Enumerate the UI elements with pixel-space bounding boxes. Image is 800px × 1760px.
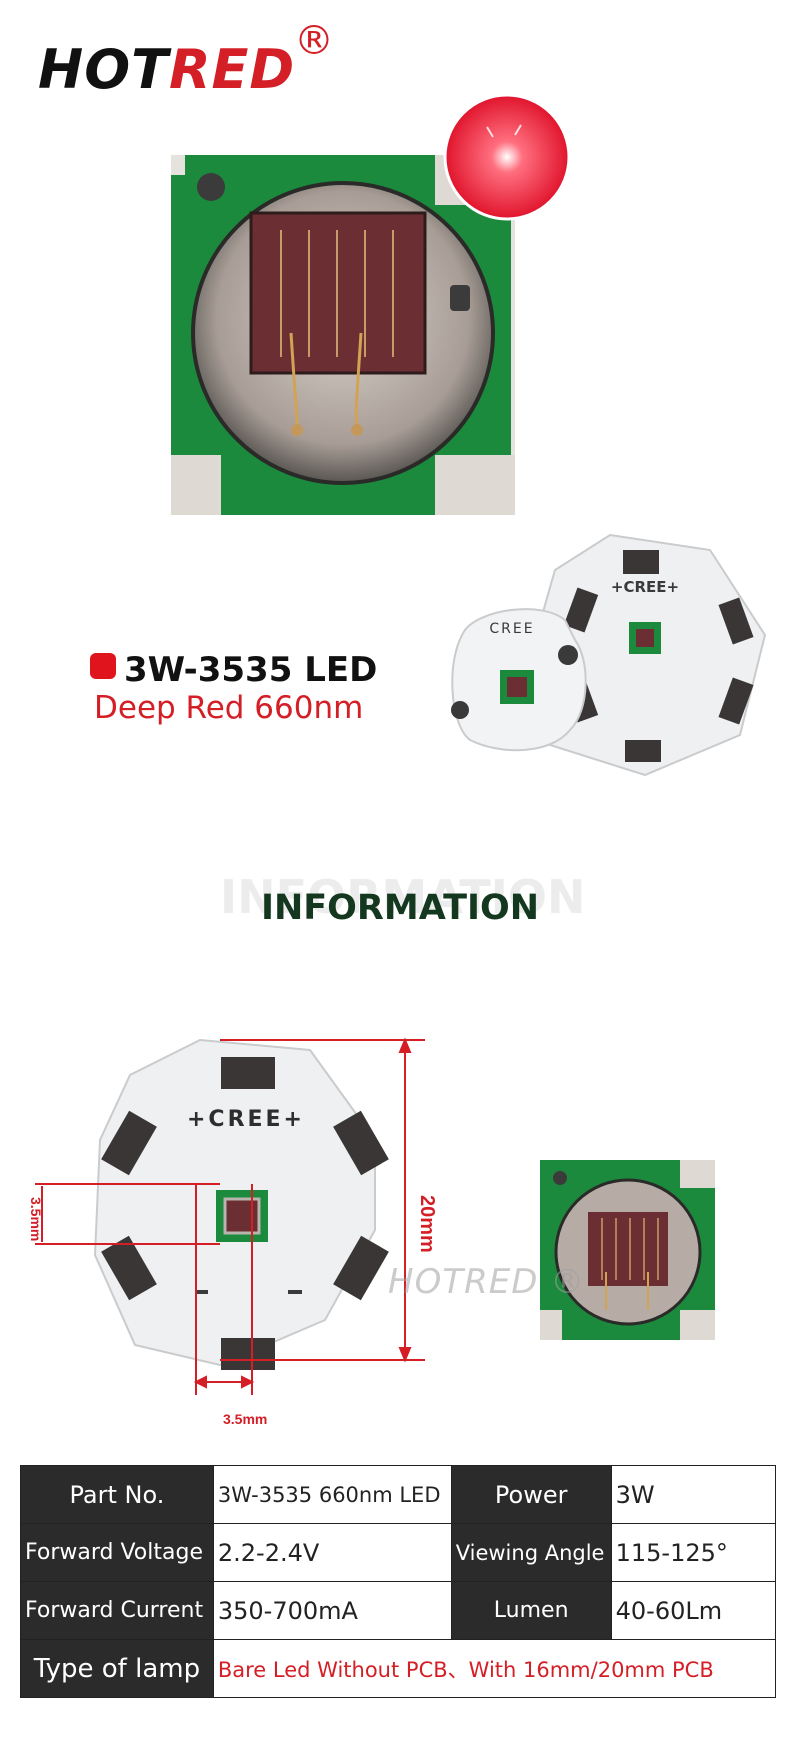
watermark: HOTRED ®: [388, 1262, 586, 1302]
product-title: 3W-3535 LED: [90, 650, 377, 690]
spec-row: Part No. 3W-3535 660nm LED Power 3W: [20, 1465, 777, 1524]
info-heading: INFORMATION: [260, 888, 540, 928]
spec-value: 3W-3535 660nm LED: [212, 1465, 452, 1524]
brand-logo: HOTRED ®: [38, 18, 334, 101]
spec-row: Forward Current 350-700mA Lumen 40-60Lm: [20, 1581, 777, 1640]
logo-text-hot: HOT: [38, 38, 169, 101]
spec-label: Lumen: [450, 1581, 612, 1640]
spec-label: Part No.: [20, 1465, 214, 1524]
spec-value: 40-60Lm: [610, 1581, 777, 1640]
spec-label: Type of lamp: [20, 1639, 214, 1698]
spec-value: 3W: [610, 1465, 777, 1524]
spec-label: Power: [450, 1465, 612, 1524]
spec-row: Type of lamp Bare Led Without PCB、With 1…: [20, 1639, 777, 1698]
dimension-chip-width: 3.5mm: [223, 1411, 268, 1427]
spec-value: 2.2-2.4V: [212, 1523, 452, 1582]
board-label-front: CREE: [489, 621, 534, 637]
dimension-chip-height: 3.5mm: [28, 1197, 44, 1242]
product-name: 3W-3535 LED: [124, 650, 378, 690]
spec-label: Forward Current: [20, 1581, 214, 1640]
spec-value: 115-125°: [610, 1523, 777, 1582]
product-subtitle: Deep Red 660nm: [94, 690, 364, 726]
star-board-photos: +CREE+ CREE: [451, 533, 767, 777]
spec-table: Part No. 3W-3535 660nm LED Power 3W Forw…: [20, 1465, 777, 1698]
dimension-board-diameter: 20mm: [416, 1195, 438, 1253]
board-label-dimension: +CREE+: [187, 1107, 305, 1132]
chip-photo-small: [540, 1160, 715, 1340]
registered-mark: ®: [294, 18, 335, 64]
spec-row: Forward Voltage 2.2-2.4V Viewing Angle 1…: [20, 1523, 777, 1582]
red-square-icon: [90, 653, 116, 679]
spec-value: 350-700mA: [212, 1581, 452, 1640]
led-chip-photo: [171, 95, 571, 515]
board-label-back: +CREE+: [611, 578, 679, 596]
logo-text-red: RED: [168, 38, 296, 101]
spec-label: Viewing Angle: [450, 1523, 612, 1582]
spec-label: Forward Voltage: [20, 1523, 214, 1582]
info-heading-shadow: INFORMATION: [220, 870, 586, 924]
spec-value: Bare Led Without PCB、With 16mm/20mm PCB: [212, 1639, 777, 1698]
dimension-drawing: +CREE+: [35, 1037, 425, 1395]
